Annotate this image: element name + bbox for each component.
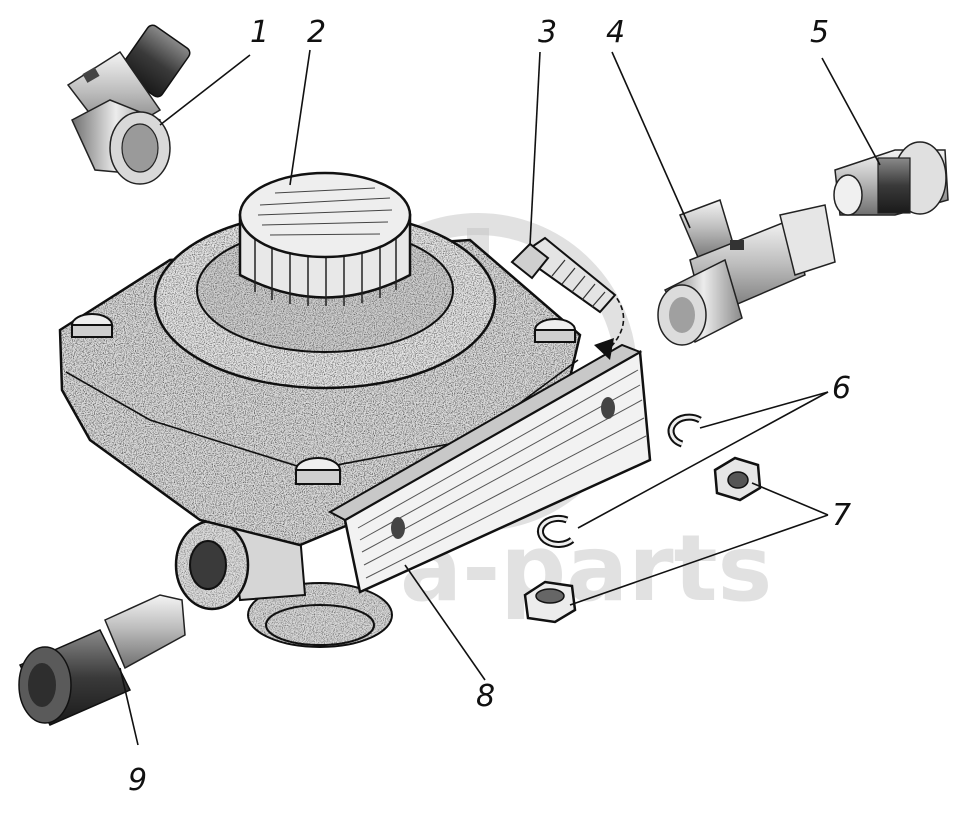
leader-8 [404,564,486,681]
elbow-fitting [66,24,191,185]
bracket-hole-right [601,397,615,419]
leader-2 [289,49,311,186]
leader-6b [577,391,829,529]
callout-5: 5 [810,15,829,50]
leader-3 [529,51,541,246]
flange-bolt-left [71,313,113,338]
tee-fitting [657,199,836,346]
flange-bolt-front [295,457,341,485]
leader-6a [699,391,829,429]
spring-washer-upper [667,413,702,448]
bolt [510,236,625,360]
hex-nut-lower [523,580,577,624]
callout-9: 9 [128,763,147,798]
assembly-arrow [607,291,625,351]
callout-1: 1 [250,15,269,50]
outlet-port-bottom [247,582,393,648]
straight-fitting [833,141,949,216]
leader-4 [611,51,691,229]
quick-connector [18,594,186,726]
callouts: 1 2 3 4 5 6 7 8 9 [128,15,851,798]
spring-washer-lower [537,514,575,548]
leader-5 [821,57,881,166]
callout-4: 4 [606,15,625,50]
flange-bolt-right [534,318,576,343]
leader-7a [751,482,829,516]
bracket-hole-left [391,517,405,539]
hex-nut-upper [713,456,762,502]
callout-8: 8 [476,679,495,714]
callout-3: 3 [538,15,557,50]
leader-9 [119,667,139,746]
leader-1 [159,54,251,126]
mounting-bracket [327,343,652,594]
leader-lines [119,49,881,746]
callout-2: 2 [307,15,326,50]
inlet-port-side [174,518,307,611]
callout-7: 7 [832,498,851,533]
callout-6: 6 [832,371,851,406]
valve-cap [238,171,412,306]
leader-7b [569,514,829,606]
